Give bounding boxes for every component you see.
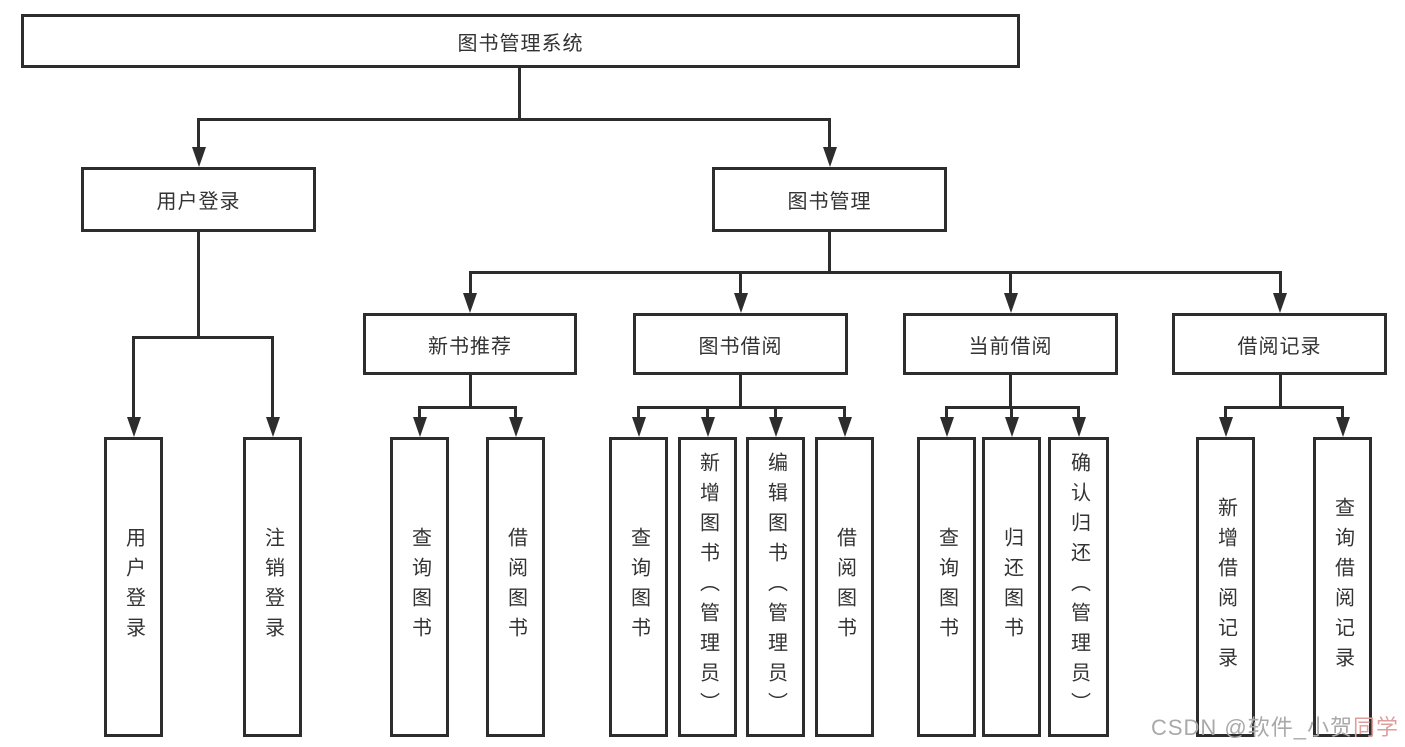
arrow-down-icon <box>1071 417 1086 437</box>
connector-line <box>1010 406 1013 419</box>
connector-line <box>132 336 135 419</box>
connector-line <box>132 336 274 339</box>
arrow-down-icon <box>822 147 837 167</box>
arrow-down-icon <box>265 417 280 437</box>
node-root: 图书管理系统 <box>21 14 1020 68</box>
arrow-down-icon <box>700 417 715 437</box>
node-new-book-recommend: 新书推荐 <box>363 313 577 375</box>
arrow-down-icon <box>939 417 954 437</box>
leaf-borrow-query-label: 查询图书 <box>627 527 650 647</box>
node-book-borrow-label: 图书借阅 <box>698 335 783 358</box>
connector-line <box>945 406 1080 409</box>
leaf-borrow-add-admin: 新增图书（管理员） <box>678 437 737 737</box>
watermark-prefix: CSDN @软件_小贺 <box>1150 715 1353 740</box>
connector-line <box>1278 375 1282 406</box>
connector-line <box>637 406 640 419</box>
node-book-management-label: 图书管理 <box>787 191 872 213</box>
connector-line <box>637 406 846 409</box>
arrow-down-icon <box>1335 417 1350 437</box>
leaf-record-add: 新增借阅记录 <box>1196 437 1255 737</box>
leaf-current-return: 归还图书 <box>982 437 1041 737</box>
connector-line <box>418 406 421 419</box>
connector-line <box>739 271 742 295</box>
leaf-record-add-label: 新增借阅记录 <box>1214 497 1237 677</box>
watermark: CSDN @软件_小贺同学 <box>1151 710 1399 742</box>
connector-line <box>945 406 948 419</box>
connector-line <box>418 406 517 409</box>
arrow-down-icon <box>631 417 646 437</box>
arrow-down-icon <box>191 147 206 167</box>
leaf-newbook-query-label: 查询图书 <box>408 527 431 647</box>
connector-line <box>514 406 517 419</box>
node-book-management: 图书管理 <box>712 167 947 232</box>
arrow-down-icon <box>1004 417 1019 437</box>
leaf-borrow-query: 查询图书 <box>609 437 668 737</box>
node-current-borrow-label: 当前借阅 <box>968 335 1053 358</box>
leaf-newbook-borrow-label: 借阅图书 <box>504 527 527 647</box>
leaf-borrow-book: 借阅图书 <box>815 437 874 737</box>
leaf-current-return-label: 归还图书 <box>1000 527 1023 647</box>
connector-line <box>739 375 742 406</box>
node-borrow-record: 借阅记录 <box>1172 313 1387 375</box>
node-new-book-recommend-label: 新书推荐 <box>428 335 512 358</box>
leaf-current-query: 查询图书 <box>917 437 976 737</box>
leaf-borrow-book-label: 借阅图书 <box>833 527 856 647</box>
leaf-user-logout-label: 注销登录 <box>261 527 284 647</box>
connector-line <box>843 406 846 419</box>
leaf-user-login: 用户登录 <box>104 437 163 737</box>
connector-line <box>517 68 521 118</box>
leaf-borrow-edit-admin-label: 编辑图书（管理员） <box>764 452 787 722</box>
node-user-login: 用户登录 <box>81 167 316 232</box>
connector-line <box>706 406 709 419</box>
connector-line <box>197 232 200 336</box>
leaf-record-query-label: 查询借阅记录 <box>1331 497 1354 677</box>
connector-line <box>1077 406 1080 419</box>
leaf-newbook-query: 查询图书 <box>390 437 449 737</box>
arrow-down-icon <box>126 417 141 437</box>
leaf-current-confirm-return-admin: 确认归还（管理员） <box>1048 437 1109 737</box>
connector-line <box>1009 375 1012 406</box>
connector-line <box>1224 406 1227 419</box>
leaf-borrow-add-admin-label: 新增图书（管理员） <box>696 452 719 722</box>
arrow-down-icon <box>463 293 477 313</box>
arrow-down-icon <box>837 417 852 437</box>
node-root-label: 图书管理系统 <box>457 32 584 55</box>
connector-line <box>828 232 831 271</box>
connector-line <box>197 118 831 121</box>
connector-line <box>828 118 831 149</box>
arrow-down-icon <box>1003 293 1018 313</box>
connector-line <box>1278 271 1282 295</box>
arrow-down-icon <box>1273 293 1287 313</box>
leaf-newbook-borrow: 借阅图书 <box>486 437 545 737</box>
connector-line <box>1341 406 1344 419</box>
connector-line <box>271 336 274 419</box>
connector-line <box>774 406 777 419</box>
arrow-down-icon <box>1218 417 1233 437</box>
arrow-down-icon <box>508 417 523 437</box>
node-user-login-label: 用户登录 <box>156 191 241 213</box>
connector-line <box>468 271 472 295</box>
leaf-user-logout: 注销登录 <box>243 437 302 737</box>
leaf-current-query-label: 查询图书 <box>935 527 958 647</box>
leaf-current-confirm-return-admin-label: 确认归还（管理员） <box>1067 452 1090 722</box>
arrow-down-icon <box>733 293 748 313</box>
watermark-suffix: 同学 <box>1352 715 1399 740</box>
node-borrow-record-label: 借阅记录 <box>1237 335 1322 358</box>
leaf-borrow-edit-admin: 编辑图书（管理员） <box>746 437 805 737</box>
arrow-down-icon <box>768 417 783 437</box>
connector-line <box>468 271 1282 274</box>
arrow-down-icon <box>412 417 427 437</box>
connector-line <box>1009 271 1012 295</box>
node-current-borrow: 当前借阅 <box>903 313 1118 375</box>
connector-line <box>1224 406 1344 409</box>
node-book-borrow: 图书借阅 <box>633 313 848 375</box>
connector-line <box>468 375 472 406</box>
leaf-record-query: 查询借阅记录 <box>1313 437 1372 737</box>
connector-line <box>197 118 200 149</box>
leaf-user-login-label: 用户登录 <box>122 527 145 647</box>
